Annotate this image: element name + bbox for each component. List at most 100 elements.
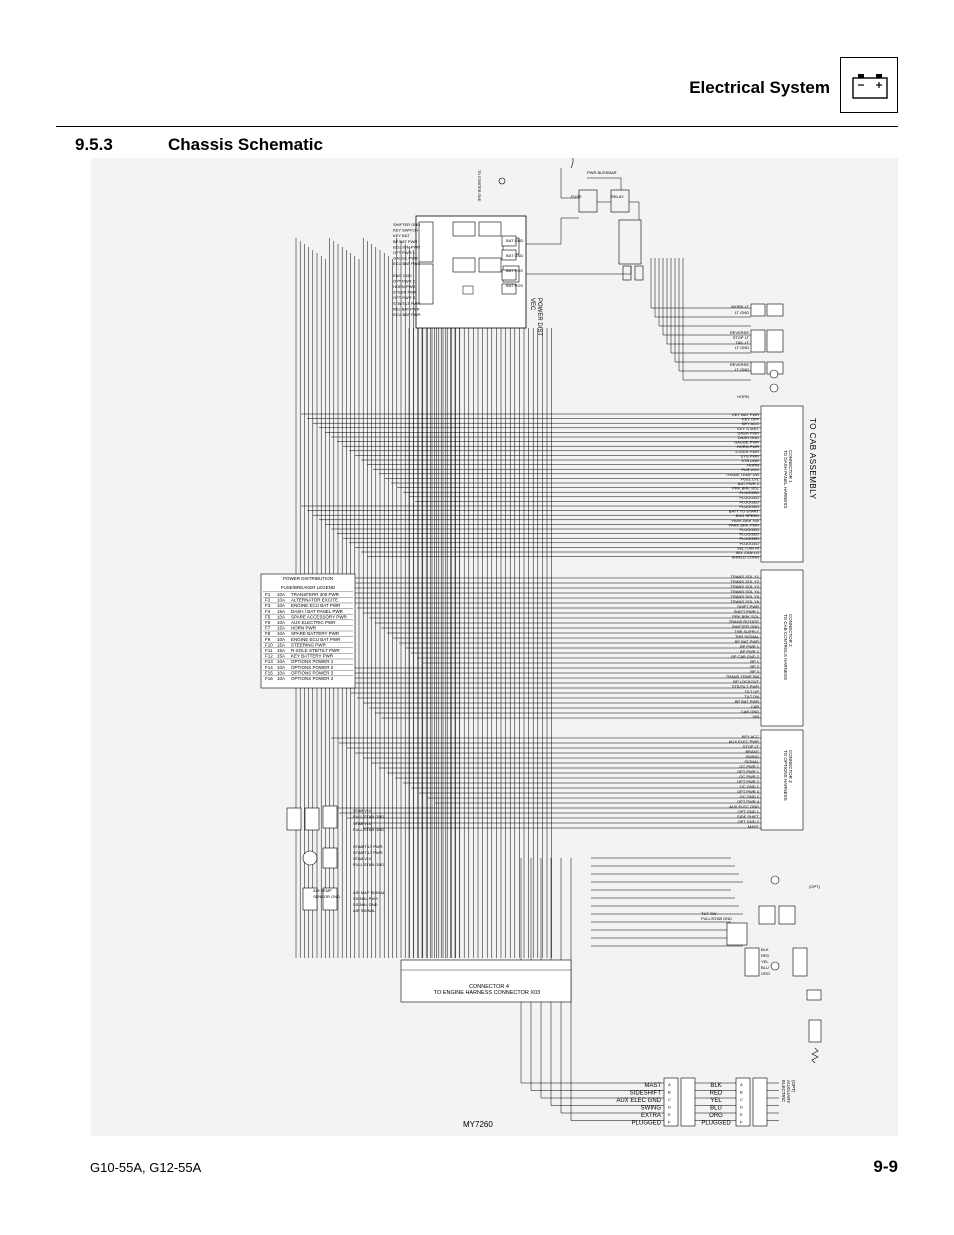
aux-electric-pin: F — [740, 1120, 743, 1125]
lamp-wire-label: HORN — [737, 394, 749, 399]
battery-terminal-label: BAT GND — [506, 238, 524, 243]
schematic-misc-label: ORG — [761, 971, 770, 976]
legend-fuse-description: STEERING PWR — [291, 642, 327, 647]
aux-electric-color-label: PLUGGED — [701, 1121, 731, 1127]
legend-fuse-rating: 10A — [277, 603, 285, 608]
schematic-misc-label: YEL — [761, 959, 769, 964]
lower-wire-label: STAB VLV — [353, 821, 372, 826]
schematic-misc-label: TILT SW — [701, 911, 717, 916]
legend-fuse-description: ENGINE ECU BAT PWR — [291, 603, 341, 608]
legend-fuse-id: F5 — [265, 614, 271, 619]
options-connector-pin-label: OPT PWR 3 — [737, 789, 760, 794]
legend-fuse-id: F1 — [265, 592, 271, 597]
legend-fuse-id: F6 — [265, 620, 271, 625]
legend-fuse-id: F11 — [265, 648, 273, 653]
legend-fuse-rating: 10A — [277, 665, 285, 670]
dash-connector-pin-label: ENG SPEED — [736, 513, 759, 518]
lower-wire-label: STAB/TILT PWR — [353, 850, 383, 855]
footer-model-numbers: G10-55A, G12-55A — [90, 1160, 202, 1175]
controls-connector-pin-label: SHIFTER GND — [732, 624, 759, 629]
legend-subtitle: FUSE/BREAKER LEGEND — [280, 585, 336, 590]
dash-connector-pin-label: SEL CAN LO — [736, 550, 759, 555]
legend-title: POWER DISTRIBUTION — [282, 576, 333, 581]
lamp-wire-label: LT GND — [735, 310, 749, 315]
controls-connector-pin-label: BP 2 — [750, 664, 759, 669]
power-dist-wire-label: HORN PWR — [393, 284, 415, 289]
aux-electric-pin: A — [668, 1082, 671, 1087]
legend-fuse-rating: 10A — [277, 598, 285, 603]
legend-fuse-id: F15 — [265, 670, 273, 675]
to-cab-assembly-label: TO CAB ASSEMBLY — [808, 418, 817, 500]
aux-electric-pin: B — [668, 1090, 671, 1095]
dash-connector-pin-label: FUS VCC — [741, 467, 759, 472]
legend-fuse-description: ALTERNATOR EXCITE — [291, 598, 338, 603]
options-connector-pin-label: MAST — [748, 824, 760, 829]
lamp-wire-label: REVERSE — [730, 362, 749, 367]
aux-electric-connector — [663, 1077, 768, 1127]
dash-connector-pin-label: PLUGGED — [739, 532, 759, 537]
controls-connector-pin-label: SHIFT PWR — [737, 604, 759, 609]
lower-wire-label: FULL/STAB GND — [353, 814, 384, 819]
schematic-misc-label: FULL/STAB GND — [701, 916, 732, 921]
legend-fuse-description: DASH / BAT PANEL PWR — [291, 609, 344, 614]
power-dist-wire-label: STB/TILT PWR — [393, 301, 420, 306]
power-dist-wire-label: KEY SWITCH — [393, 228, 418, 233]
dash-harness-label: CONNECTOR 1 TO DASH PANEL HARNESS — [783, 450, 793, 509]
options-connector-pin-label: OC GND 2 — [740, 794, 760, 799]
dash-connector-pin-label: SYS PWR — [741, 453, 760, 458]
controls-connector-pin-label: TRANS SOL Y1 — [731, 574, 760, 579]
connector-4-sublabel: TO ENGINE HARNESS CONNECTOR X03 — [433, 990, 541, 996]
controls-connector-pin-label: IVB — [753, 714, 760, 719]
schematic-misc-label: RELAY — [611, 194, 624, 199]
power-dist-wire-label: STEER PWR — [393, 290, 417, 295]
schematic-misc-label: PWR BUSSBAR — [587, 170, 617, 175]
cab-controls-harness-label: CONNECTOR 2 TO CAB CONTROLS HARNESS — [783, 614, 793, 680]
legend-fuse-description: AUX ELECTRIC PWR — [291, 620, 336, 625]
legend-fuse-description: KEY BATTERY PWR — [291, 654, 334, 659]
dash-connector-pin-label: FUEL LVL — [741, 476, 760, 481]
controls-connector-pin-label: BP CAB GND 2 — [731, 654, 760, 659]
options-connector-pin-label: SIGNAL — [744, 759, 759, 764]
power-dist-wire-label: ECU IGN PWR — [393, 244, 420, 249]
lower-wire-label: AIR SIGNAL — [353, 908, 376, 913]
legend-fuse-rating: 10A — [277, 676, 285, 681]
wire — [587, 177, 622, 190]
lower-wire-label: FULL/STAB GND — [353, 827, 384, 832]
wire — [526, 266, 632, 275]
dash-connector-pin-label: HORN — [747, 463, 759, 468]
connector-4-label: CONNECTOR 4 — [469, 984, 509, 990]
legend-fuse-rating: 10A — [277, 631, 285, 636]
controls-connector-pin-label: BP BAT PWR — [735, 639, 759, 644]
lower-wire-label: STAB/TILT PWR — [353, 844, 383, 849]
legend-fuse-description: R-SOLE STB/TILT PWR — [291, 648, 340, 653]
options-connector-pin-label: OPT GND 1 — [738, 809, 760, 814]
lower-left-components — [286, 805, 338, 911]
schematic-misc-label: FUSE — [571, 194, 582, 199]
aux-electric-side-label: (OPT) AUXILIARY ELECTRIC — [781, 1080, 796, 1104]
legend-fuse-id: F7 — [265, 626, 271, 631]
dash-connector-pin-label: PARK BRK SW — [732, 518, 760, 523]
lower-wire-label: AIR TEMP — [313, 888, 332, 893]
power-dist-wire-label: ECU BAT PWR — [393, 261, 421, 266]
controls-connector-pin-label: STB/TILT PWR — [732, 684, 759, 689]
legend-fuse-rating: 10A — [277, 620, 285, 625]
legend-fuse-description: ENGINE ECU BAT PWR — [291, 637, 341, 642]
aux-electric-pin: D — [740, 1105, 743, 1110]
legend-fuse-rating: 10A — [277, 659, 285, 664]
controls-connector-pin-label: PRK BRK SOL — [732, 614, 759, 619]
aux-electric-color-label: BLU — [710, 1106, 722, 1112]
legend-fuse-rating: 15A — [277, 626, 285, 631]
dash-connector-pin-label: STEER PWR — [735, 449, 759, 454]
to-starter-gnd-label: TO STARTER GND — [477, 170, 481, 202]
battery-icon — [840, 57, 898, 113]
footer-page-number: 9-9 — [873, 1157, 898, 1176]
dash-connector-pin-label: KEY START — [737, 426, 759, 431]
aux-electric-pin: C — [668, 1097, 671, 1102]
controls-connector-pin-label: TILT DN — [744, 694, 759, 699]
dash-connector-pin-label: DASH PWR — [737, 430, 759, 435]
power-dist-wire-label: OPT PWR 1 — [393, 250, 416, 255]
lamp-wire-label: STOP LT — [733, 335, 750, 340]
header-divider — [56, 126, 898, 127]
lamp-wire-label: REVERSE — [730, 330, 749, 335]
power-dist-wire-label: OPT PWR 2 — [393, 278, 416, 283]
